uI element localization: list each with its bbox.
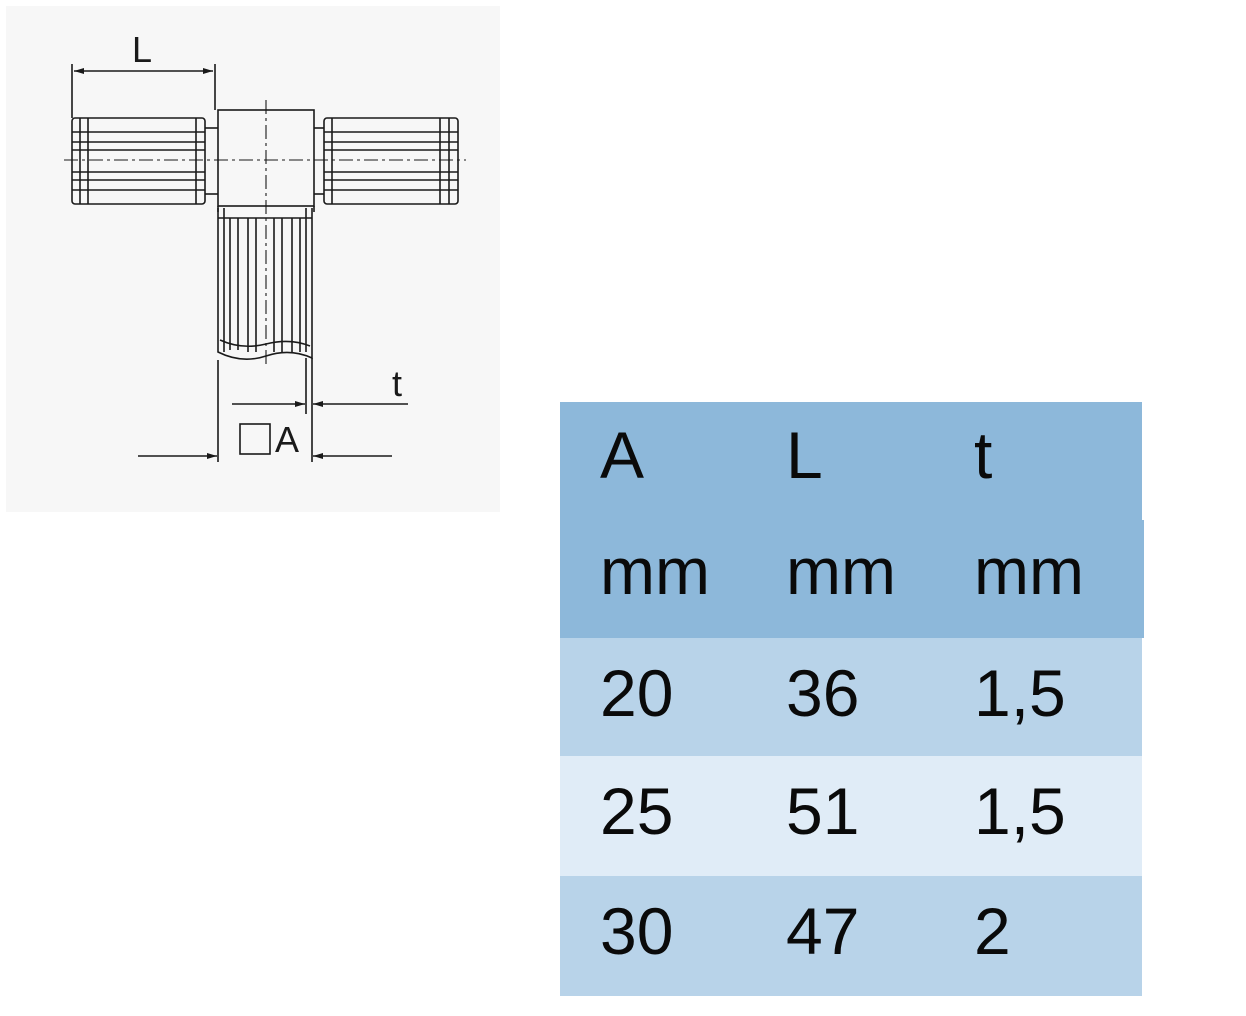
- dimension-a: [138, 360, 392, 462]
- left-ribbed-arm: [71, 117, 218, 205]
- table-row: 30 47 2: [560, 876, 1142, 996]
- dimension-t: [232, 358, 408, 462]
- square-symbol: [239, 423, 271, 455]
- center-lines: [64, 100, 466, 368]
- cell-l: 51: [786, 774, 860, 848]
- label-t: t: [392, 363, 402, 404]
- header-row: A L t: [560, 402, 1142, 520]
- dimension-table: A L t mm mm mm 20 36 1,5 25 51 1,5 30 47…: [560, 402, 1144, 996]
- table-row: 25 51 1,5: [560, 756, 1142, 876]
- technical-drawing-panel: L t A: [6, 6, 500, 512]
- cell-l: 36: [786, 656, 860, 730]
- cell-l: 47: [786, 894, 860, 968]
- dimension-l: [71, 64, 216, 118]
- header-l: L: [786, 418, 823, 492]
- label-l: L: [132, 29, 152, 70]
- cell-t: 1,5: [974, 774, 1066, 848]
- cell-a: 25: [600, 774, 674, 848]
- bottom-ribbed-arm: [217, 208, 313, 360]
- t-connector-drawing: L t A: [64, 29, 466, 462]
- table-row: 20 36 1,5: [560, 638, 1142, 756]
- cell-a: 30: [600, 894, 674, 968]
- cell-a: 20: [600, 656, 674, 730]
- cell-t: 2: [974, 894, 1011, 968]
- right-ribbed-arm: [314, 117, 459, 205]
- unit-t: mm: [974, 534, 1084, 608]
- unit-a: mm: [600, 534, 710, 608]
- cell-t: 1,5: [974, 656, 1066, 730]
- unit-row: mm mm mm: [560, 520, 1144, 638]
- unit-l: mm: [786, 534, 896, 608]
- header-t: t: [974, 418, 993, 492]
- header-a: A: [600, 418, 645, 492]
- label-a: A: [275, 419, 299, 460]
